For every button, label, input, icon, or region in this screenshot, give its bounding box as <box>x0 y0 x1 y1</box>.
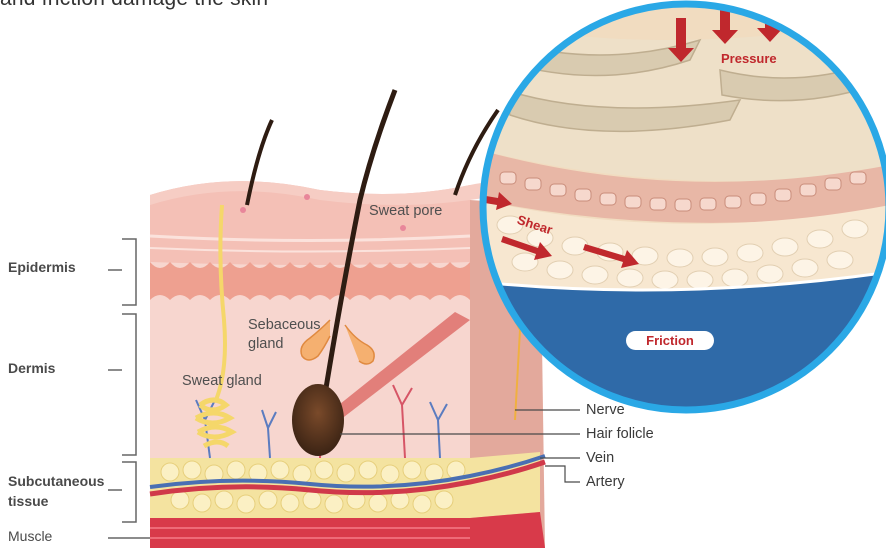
layer-label-dermis: Dermis <box>8 359 55 378</box>
label-pressure: Pressure <box>721 51 777 66</box>
layer-label-subcutaneous-1: Subcutaneous <box>8 472 104 491</box>
hair-bulb <box>292 384 344 456</box>
label-nerve: Nerve <box>586 401 625 419</box>
layer-label-subcutaneous-2: tissue <box>8 492 48 511</box>
label-sweat-gland: Sweat gland <box>182 372 262 391</box>
layer-brackets <box>108 239 150 538</box>
layer-label-epidermis: Epidermis <box>8 258 76 277</box>
label-friction: Friction <box>626 331 714 350</box>
label-sebaceous-1: Sebaceous <box>248 316 321 335</box>
label-sweat-pore: Sweat pore <box>369 202 442 221</box>
label-sebaceous-2: gland <box>248 335 283 354</box>
label-artery: Artery <box>586 473 625 491</box>
label-vein: Vein <box>586 449 614 467</box>
layer-label-muscle: Muscle <box>8 527 52 546</box>
label-hair-follicle: Hair folicle <box>586 425 654 443</box>
